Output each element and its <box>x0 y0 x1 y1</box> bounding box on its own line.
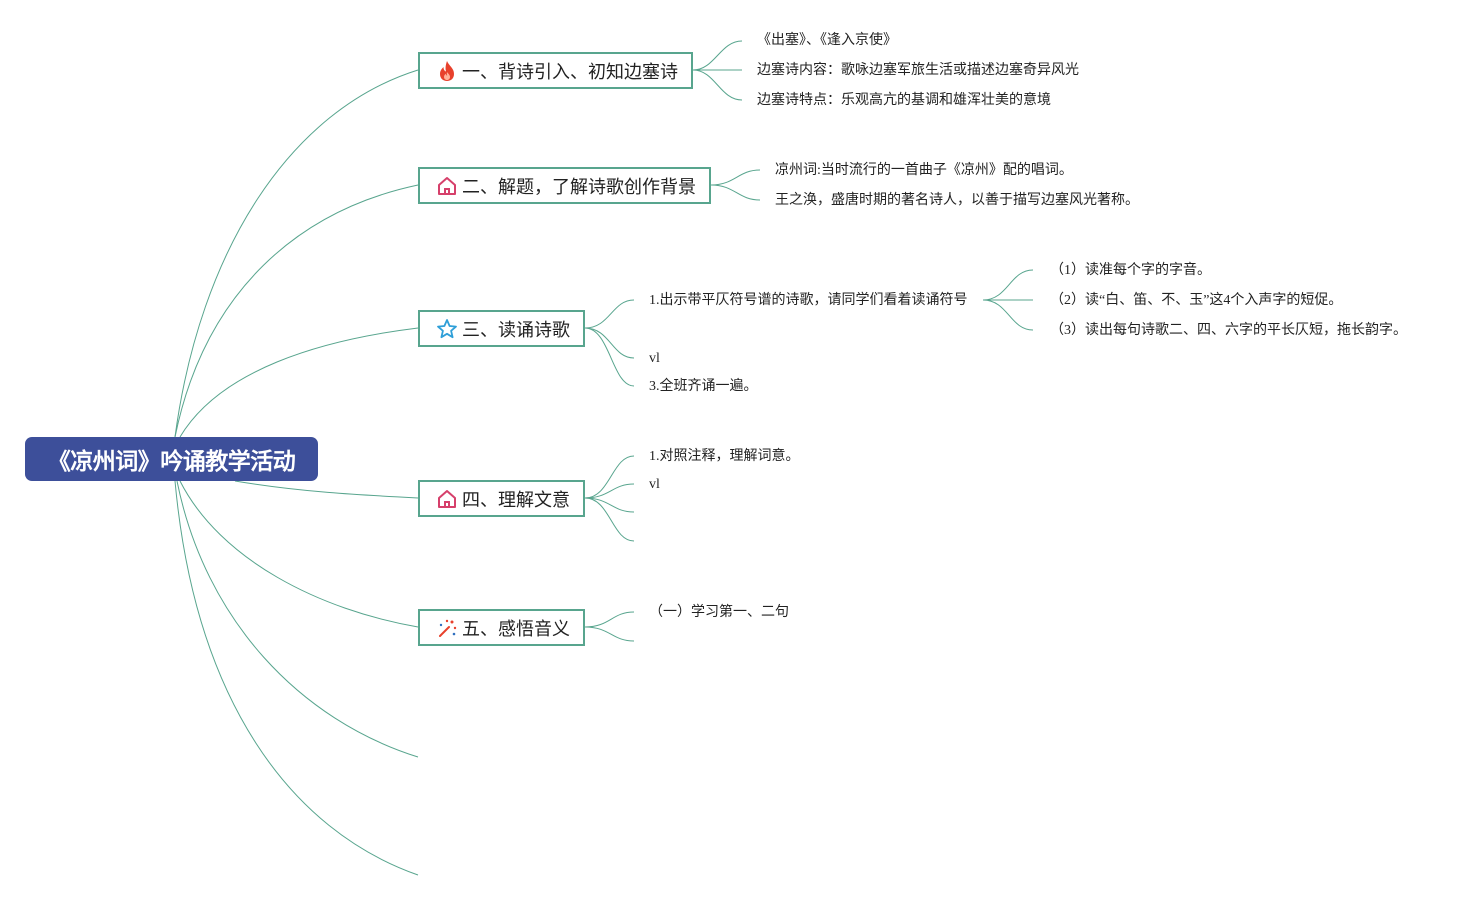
subtopic-5-1[interactable]: （一）学习第一、二句 <box>649 605 789 620</box>
link-b3-c1 <box>584 299 635 329</box>
link-b4-c4 <box>584 497 635 542</box>
subtopic-3-1-1[interactable]: （1）读准每个字的字音。 <box>1050 263 1211 278</box>
subtopic-1-2[interactable]: 边塞诗内容：歌咏边塞军旅生活或描述边塞奇异风光 <box>757 63 1079 78</box>
branch-topic-5[interactable]: 五、感悟音义 <box>418 609 585 646</box>
subtopic-3-1[interactable]: 1.出示带平仄符号谱的诗歌，请同学们看着读诵符号 <box>649 293 968 308</box>
house-icon <box>436 175 458 197</box>
branch-topic-3-label: 三、读诵诗歌 <box>462 319 570 341</box>
subtopic-3-2[interactable]: vl <box>649 351 660 366</box>
root-topic-label: 《凉州词》吟诵教学活动 <box>47 449 296 475</box>
link-b4-c3 <box>584 497 635 513</box>
link-root-empty6 <box>176 480 419 758</box>
link-b5-c2 <box>584 626 635 642</box>
link-b3s-c3 <box>982 299 1034 331</box>
branch-topic-1[interactable]: 一、背诗引入、初知边塞诗 <box>418 52 693 89</box>
root-topic[interactable]: 《凉州词》吟诵教学活动 <box>25 437 318 481</box>
subtopic-3-1-2[interactable]: （2）读“白、笛、不、玉”这4个入声字的短促。 <box>1050 293 1343 308</box>
magic-wand-icon <box>436 617 458 639</box>
link-b4-c1 <box>584 455 635 499</box>
house-icon <box>436 488 458 510</box>
fire-icon <box>436 60 458 82</box>
branch-topic-5-label: 五、感悟音义 <box>462 618 570 640</box>
subtopic-1-3[interactable]: 边塞诗特点：乐观高亢的基调和雄浑壮美的意境 <box>757 93 1051 108</box>
subtopic-1-1[interactable]: 《出塞》、《逢入京使》 <box>757 33 897 48</box>
link-b2-c2 <box>710 184 761 201</box>
subtopic-2-1[interactable]: 凉州词:当时流行的一首曲子《凉州》配的唱词。 <box>775 163 1073 178</box>
link-root-branch2 <box>174 184 419 438</box>
branch-topic-4-label: 四、理解文意 <box>462 489 570 511</box>
branch-topic-4[interactable]: 四、理解文意 <box>418 480 585 517</box>
link-b1-c3 <box>692 69 743 101</box>
subtopic-4-1[interactable]: 1.对照注释，理解词意。 <box>649 449 800 464</box>
link-b4-c2 <box>584 483 635 499</box>
link-root-branch1 <box>174 69 419 438</box>
subtopic-2-2[interactable]: 王之涣，盛唐时期的著名诗人，以善于描写边塞风光著称。 <box>775 193 1139 208</box>
link-root-empty7 <box>174 480 419 876</box>
link-root-branch4 <box>234 480 419 499</box>
subtopic-4-2[interactable]: vl <box>649 477 660 492</box>
link-root-branch3 <box>179 327 419 438</box>
link-b5-c1 <box>584 611 635 628</box>
link-b1-c1 <box>692 40 743 71</box>
branch-topic-3[interactable]: 三、读诵诗歌 <box>418 310 585 347</box>
branch-topic-1-label: 一、背诗引入、初知边塞诗 <box>462 61 678 83</box>
branch-topic-2-label: 二、解题，了解诗歌创作背景 <box>462 176 696 198</box>
link-b3-c3 <box>584 327 635 387</box>
link-b3s-c1 <box>982 269 1034 301</box>
subtopic-3-1-3[interactable]: （3）读出每句诗歌二、四、六字的平长仄短，拖长韵字。 <box>1050 323 1407 338</box>
subtopic-3-3[interactable]: 3.全班齐诵一遍。 <box>649 379 758 394</box>
star-icon <box>436 318 458 340</box>
link-b2-c1 <box>710 169 761 186</box>
link-root-branch5 <box>179 480 419 628</box>
branch-topic-2[interactable]: 二、解题，了解诗歌创作背景 <box>418 167 711 204</box>
